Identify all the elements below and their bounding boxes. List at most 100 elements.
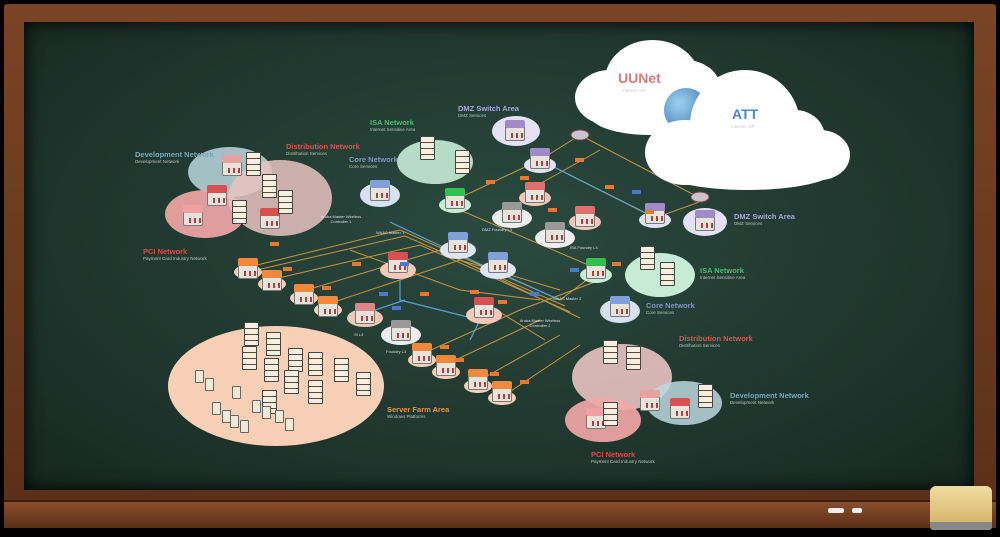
server-rack-icon	[232, 200, 247, 224]
network-switch-icon	[412, 343, 432, 365]
network-switch-icon	[670, 398, 690, 420]
device-label: SI L3	[354, 332, 364, 337]
server-rack-icon	[356, 372, 371, 396]
server-rack-icon	[660, 262, 675, 286]
server-rack-icon	[334, 358, 349, 382]
server-rack-icon	[244, 322, 259, 346]
network-switch-icon	[391, 320, 411, 342]
network-switch-icon	[586, 408, 606, 430]
network-switch-icon	[183, 205, 203, 227]
link-label-icon	[455, 358, 464, 362]
chalk-ledge	[4, 500, 996, 528]
cloud-subtitle-att: Internet ISP	[731, 124, 755, 129]
tower-server-icon	[262, 406, 271, 419]
zone-subtitle: Payment Card Industry Network	[143, 256, 207, 261]
link-label-icon	[379, 292, 388, 296]
zone-subtitle: Core Services	[349, 164, 378, 169]
network-switch-icon	[474, 297, 494, 319]
network-switch-icon	[525, 182, 545, 204]
cloud-title-uunet: UUNet	[618, 70, 661, 86]
link-label-icon	[530, 292, 539, 296]
link-label-icon	[400, 262, 409, 266]
server-rack-icon	[640, 246, 655, 270]
network-switch-icon	[545, 222, 565, 244]
network-switch-icon	[262, 270, 282, 292]
zone-title-dist-left: Distribution Network	[286, 142, 360, 151]
network-switch-icon	[502, 202, 522, 224]
link-label-icon	[605, 185, 614, 189]
device-label: WAAS Master 1	[376, 230, 405, 235]
tower-server-icon	[275, 410, 284, 423]
server-rack-icon	[264, 358, 279, 382]
zone-title-pci-left: PCI Network	[143, 247, 188, 256]
link-label-icon	[575, 158, 584, 162]
device-label: DMZ Foundry L3	[482, 227, 513, 232]
network-switch-icon	[530, 148, 550, 170]
network-switch-icon	[488, 252, 508, 274]
zone-subtitle: DMZ Services	[458, 113, 487, 118]
device-label: Aruba Master Wireless Controller 2	[519, 318, 561, 328]
network-switch-icon	[260, 208, 280, 230]
network-switch-icon	[238, 258, 258, 280]
network-switch-icon	[355, 303, 375, 325]
device-label: Aruba Master Wireless Controller 1	[320, 214, 362, 224]
link-label-icon	[352, 262, 361, 266]
tower-server-icon	[230, 415, 239, 428]
tower-server-icon	[212, 402, 221, 415]
zone-subtitle: Internet Sensitive Area	[370, 127, 416, 132]
zone-subtitle: Distribution Services	[286, 151, 328, 156]
tower-server-icon	[205, 378, 214, 391]
zone-subtitle: Distribution Services	[679, 343, 721, 348]
link-label-icon	[392, 306, 401, 310]
network-switch-icon	[575, 206, 595, 228]
link-label-icon	[520, 380, 529, 384]
zone-subtitle: Payment Card Industry Network	[591, 459, 655, 464]
link-label-icon	[632, 190, 641, 194]
zone-title-isa-left: ISA Network	[370, 118, 414, 127]
zone-subtitle: Windows Platforms	[387, 414, 426, 419]
tower-server-icon	[252, 400, 261, 413]
device-label: WAAS Master 2	[553, 296, 582, 301]
cloud-title-att: ATT	[732, 106, 759, 122]
network-switch-icon	[468, 369, 488, 391]
link-label-icon	[490, 372, 499, 376]
server-rack-icon	[278, 190, 293, 214]
server-rack-icon	[626, 346, 641, 370]
zone-subtitle: Development Network	[730, 400, 775, 405]
network-switch-icon	[695, 210, 715, 232]
network-switch-icon	[645, 203, 665, 225]
device-label: ISA Foundry L3	[570, 245, 598, 250]
server-rack-icon	[288, 348, 303, 372]
server-rack-icon	[242, 346, 257, 370]
link-label-icon	[498, 300, 507, 304]
server-rack-icon	[698, 384, 713, 408]
link-label-icon	[520, 176, 529, 180]
server-rack-icon	[603, 340, 618, 364]
zone-title-dmz-top: DMZ Switch Area	[458, 104, 519, 113]
server-rack-icon	[308, 380, 323, 404]
tower-server-icon	[285, 418, 294, 431]
tower-server-icon	[240, 420, 249, 433]
zone-subtitle: Development Network	[135, 159, 180, 164]
link-label-icon	[470, 290, 479, 294]
network-switch-icon	[294, 284, 314, 306]
network-switch-icon	[505, 120, 525, 142]
link-label-icon	[322, 286, 331, 290]
network-switch-icon	[222, 155, 242, 177]
link-label-icon	[612, 262, 621, 266]
network-switch-icon	[640, 390, 660, 412]
network-switch-icon	[492, 381, 512, 403]
chalk-stick	[852, 508, 862, 513]
network-switch-icon	[436, 355, 456, 377]
link-label-icon	[548, 208, 557, 212]
zone-title-dev-left: Development Network	[135, 150, 214, 159]
zone-title-dist-right: Distribution Network	[679, 334, 753, 343]
zone-subtitle: DMZ Services	[734, 221, 763, 226]
server-rack-icon	[246, 152, 261, 176]
zone-title-core-right: Core Network	[646, 301, 695, 310]
link-label-icon	[440, 345, 449, 349]
zone-title-server-farm: Server Farm Area	[387, 405, 450, 414]
link-label-icon	[486, 180, 495, 184]
zone-title-dev-right: Development Network	[730, 391, 809, 400]
network-switch-icon	[207, 185, 227, 207]
